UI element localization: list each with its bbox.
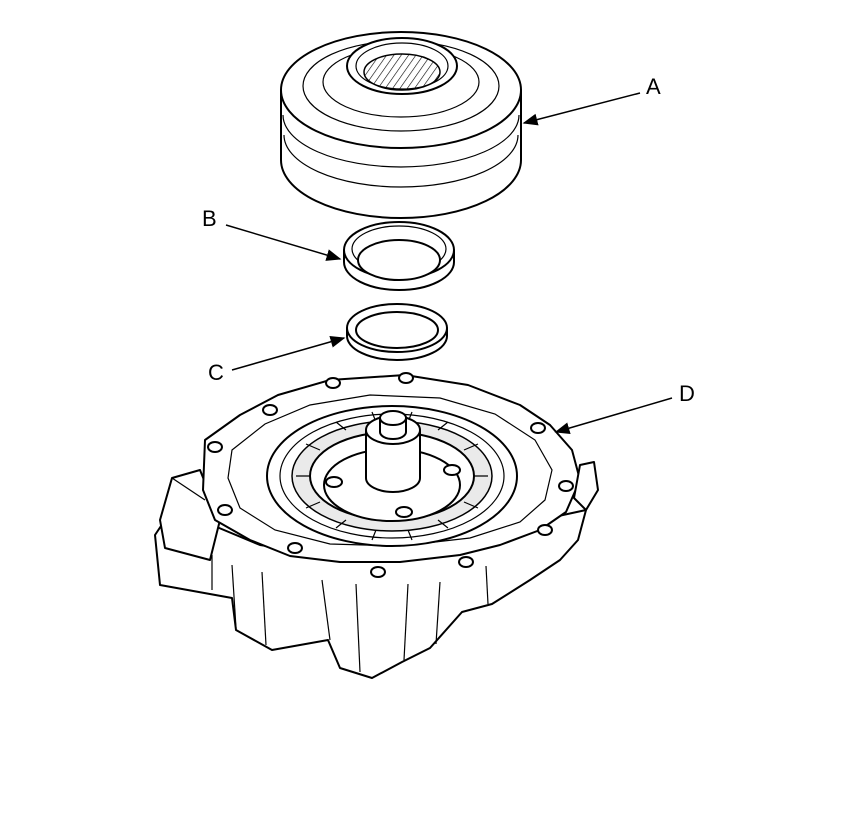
callout-label-a: A xyxy=(646,74,661,99)
callout-label-d: D xyxy=(679,381,695,406)
callout-d: D xyxy=(554,381,695,434)
part-d-housing xyxy=(154,372,599,679)
bolt-holes xyxy=(207,372,574,578)
callout-label-b: B xyxy=(202,206,217,231)
callout-a: A xyxy=(522,74,661,126)
callout-c: C xyxy=(208,335,346,385)
part-b-bearing xyxy=(343,221,455,291)
callout-label-c: C xyxy=(208,360,224,385)
callout-b: B xyxy=(202,206,342,261)
part-a-drum xyxy=(280,31,522,219)
part-c-washer xyxy=(346,303,448,361)
